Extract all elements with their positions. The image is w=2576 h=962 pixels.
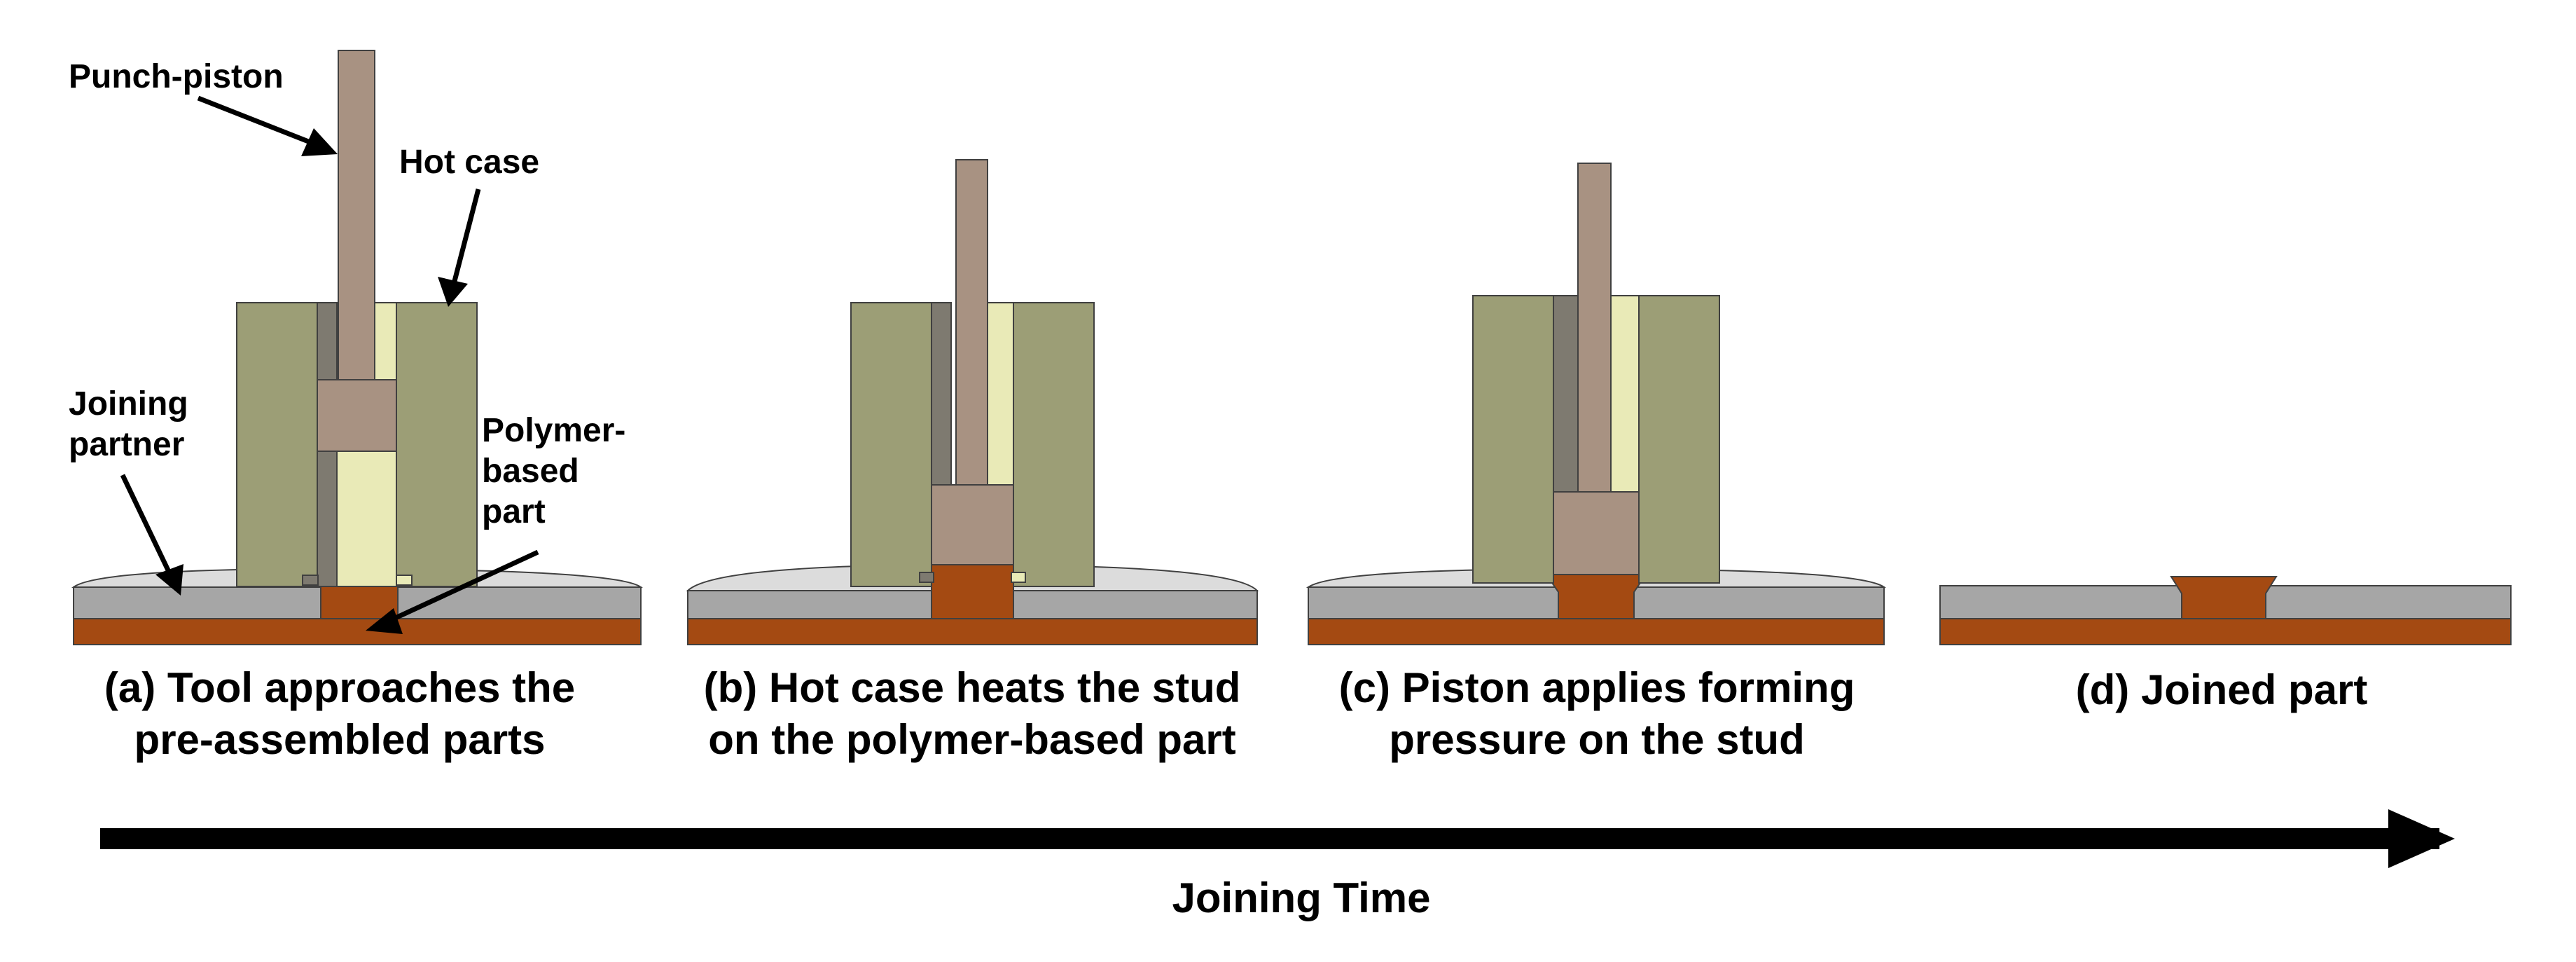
- step-c-caption-line1: (c) Piston applies forming: [1339, 664, 1855, 711]
- step-a-case-foot-left: [302, 575, 319, 586]
- label-polymer-3: part: [482, 493, 546, 530]
- step-c-hot-case-left: [1472, 295, 1554, 584]
- step-b-piston-head: [931, 484, 1014, 565]
- step-a-case-foot-right: [396, 575, 413, 586]
- step-b-case-foot-right: [1011, 572, 1026, 583]
- step-b-polymer-stud: [931, 564, 1014, 619]
- pointer-joining-partner: [120, 474, 172, 575]
- step-b-polymer-base: [687, 618, 1258, 645]
- step-b-case-foot-left: [919, 572, 934, 583]
- label-polymer-1: Polymer-: [482, 412, 625, 449]
- step-c-hot-case-right: [1638, 295, 1720, 584]
- pointer-joining-partner-head: [155, 564, 183, 596]
- step-a-assembly: [71, 50, 644, 645]
- label-polymer-2: based: [482, 453, 579, 490]
- step-b-caption-line2: on the polymer-based part: [708, 716, 1235, 763]
- step-b-assembly: [686, 159, 1259, 645]
- step-a-piston-head: [317, 379, 397, 452]
- step-b-hot-case-left: [850, 302, 932, 587]
- annotations: Punch-piston Hot case Joining partner Po…: [69, 58, 625, 634]
- pointer-punch-piston-head: [301, 128, 338, 156]
- step-c-piston-rod: [1577, 163, 1612, 493]
- label-joining-partner-2: partner: [69, 426, 184, 463]
- timeline-arrow-head: [2388, 809, 2455, 868]
- pointer-hot-case-head: [438, 277, 468, 307]
- step-c-hot-case-inner-light: [1610, 295, 1640, 493]
- step-c-piston-head: [1553, 491, 1640, 575]
- step-b-hot-case-inner-light: [987, 302, 1014, 486]
- step-d-caption-line1: (d) Joined part: [2076, 666, 2368, 713]
- step-a-piston-rod: [338, 50, 375, 380]
- step-a-hot-case-left: [236, 302, 318, 587]
- pointer-hot-case: [451, 188, 481, 284]
- step-c-caption-line2: pressure on the stud: [1389, 716, 1804, 763]
- step-b-hot-case-right: [1013, 302, 1095, 587]
- label-punch-piston: Punch-piston: [69, 58, 284, 95]
- pointer-polymer: [389, 549, 539, 623]
- step-a-caption-line2: pre-assembled parts: [134, 716, 546, 763]
- step-b-hot-case-inner-dark: [931, 302, 952, 486]
- timeline: Joining Time: [100, 809, 2455, 921]
- label-hot-case: Hot case: [399, 144, 539, 181]
- step-d-polymer-base: [1939, 618, 2512, 645]
- step-d-assembly: [1939, 576, 2512, 645]
- timeline-label: Joining Time: [1172, 874, 1431, 921]
- pointer-polymer-head: [366, 608, 403, 634]
- step-c-polymer-stud: [1545, 574, 1647, 619]
- step-d-polymer-rivet: [2170, 576, 2278, 619]
- captions: (a) Tool approaches the pre-assembled pa…: [104, 664, 2368, 763]
- step-c-hot-case-inner-dark: [1553, 295, 1579, 493]
- step-a-caption-line1: (a) Tool approaches the: [104, 664, 575, 711]
- step-b-caption-line1: (b) Hot case heats the stud: [704, 664, 1241, 711]
- step-a-polymer-base: [73, 618, 642, 645]
- step-c-assembly: [1306, 163, 1887, 645]
- step-c-polymer-base: [1308, 618, 1885, 645]
- step-b-piston-rod: [955, 159, 988, 486]
- timeline-arrow-shaft: [100, 828, 2439, 849]
- step-a-hot-case-right: [396, 302, 478, 587]
- label-joining-partner-1: Joining: [69, 385, 188, 422]
- pointer-punch-piston: [197, 95, 315, 146]
